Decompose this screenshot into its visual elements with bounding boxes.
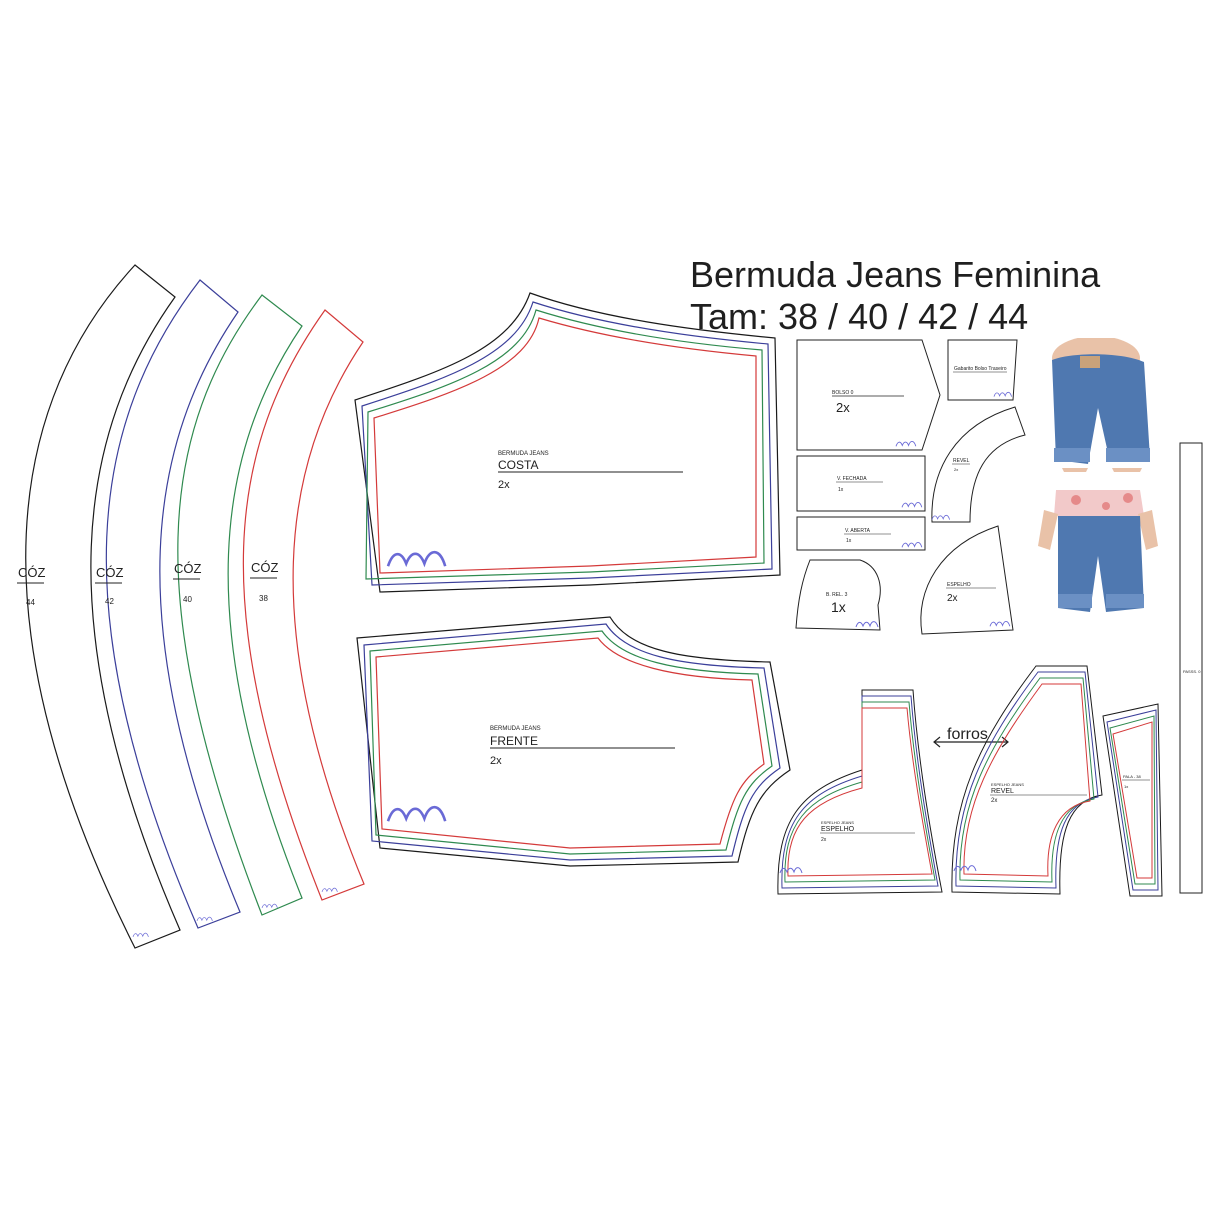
fly-open-piece bbox=[796, 516, 926, 551]
facing-lining-qty: 2x bbox=[991, 798, 997, 804]
logo-icon bbox=[901, 542, 923, 548]
belt-loop-name: PASSS. 0 bbox=[1183, 669, 1201, 674]
logo-icon bbox=[196, 916, 213, 922]
waistband-40-size: 40 bbox=[183, 595, 192, 604]
front-piece-caption: BERMUDA JEANS bbox=[490, 726, 541, 732]
waistband-44-label: CÓZ bbox=[18, 565, 46, 580]
fly-open-name: V. ABERTA bbox=[845, 528, 871, 534]
logo-icon bbox=[901, 502, 923, 508]
logo-icon bbox=[993, 391, 1012, 398]
logo-icon bbox=[321, 887, 338, 893]
mirror-lining-qty: 2x bbox=[821, 837, 827, 843]
back-rise-piece bbox=[795, 559, 881, 631]
facing-name: REVEL bbox=[953, 458, 970, 464]
logo-icon bbox=[132, 932, 149, 938]
back-piece bbox=[354, 292, 781, 593]
fly-closed-piece bbox=[796, 455, 926, 512]
logo-icon bbox=[989, 621, 1011, 627]
back-rise-name: B. REL. 3 bbox=[826, 592, 848, 598]
facing-qty: 2x bbox=[954, 467, 958, 472]
waistband-40-label: CÓZ bbox=[174, 561, 202, 576]
back-piece-caption: BERMUDA JEANS bbox=[498, 451, 549, 457]
back-rise-qty: 1x bbox=[831, 599, 846, 615]
waistband-42 bbox=[105, 279, 241, 929]
waistband-38-size: 38 bbox=[259, 594, 268, 603]
logo-icon bbox=[895, 441, 917, 447]
logo-icon bbox=[855, 621, 879, 628]
facing-lining-piece bbox=[951, 665, 1103, 895]
mirror-lining-name: ESPELHO bbox=[821, 826, 855, 833]
yoke-piece bbox=[1102, 703, 1163, 897]
waistband-44 bbox=[25, 264, 181, 949]
lining-label: forros bbox=[947, 726, 988, 743]
yoke-name: PALA - 38 bbox=[1123, 774, 1141, 779]
yoke-qty: 1x bbox=[1124, 784, 1128, 789]
fly-closed-qty: 1x bbox=[838, 487, 844, 493]
logo-icon bbox=[953, 865, 977, 872]
logo-icon bbox=[931, 514, 950, 520]
mirror-qty: 2x bbox=[947, 593, 958, 604]
title-line-2: Tam: 38 / 40 / 42 / 44 bbox=[690, 296, 1029, 337]
waistband-44-size: 44 bbox=[26, 598, 35, 607]
mirror-name: ESPELHO bbox=[947, 582, 971, 588]
logo-icon bbox=[261, 903, 278, 909]
back-piece-logo-icon bbox=[386, 550, 447, 568]
waistband-42-label: CÓZ bbox=[96, 565, 124, 580]
fly-closed-name: V. FECHADA bbox=[837, 476, 867, 482]
waistband-40 bbox=[177, 294, 303, 916]
facing-lining-name: REVEL bbox=[991, 788, 1014, 795]
back-piece-name: COSTA bbox=[498, 458, 538, 472]
mirror-lining-caption: ESPELHO JEANS bbox=[821, 820, 854, 825]
fly-open-qty: 1x bbox=[846, 538, 852, 544]
lining-arrow bbox=[933, 736, 1009, 748]
waistband-38 bbox=[242, 309, 365, 901]
mirror-lining-piece bbox=[777, 689, 943, 895]
belt-loop-piece bbox=[1179, 442, 1203, 894]
front-piece-logo-icon bbox=[386, 805, 447, 823]
title-line-1: Bermuda Jeans Feminina bbox=[690, 254, 1101, 295]
pocket-template-name: Gabarito Bolso Traseiro bbox=[954, 366, 1007, 372]
logo-icon bbox=[779, 867, 803, 874]
pocket-template-piece bbox=[947, 339, 1018, 401]
waistband-42-size: 42 bbox=[105, 597, 114, 606]
pocket-piece bbox=[796, 339, 941, 451]
front-piece-qty: 2x bbox=[490, 755, 502, 767]
facing-lining-caption: ESPELHO JEANS bbox=[991, 782, 1024, 787]
product-photo-front bbox=[1036, 490, 1160, 616]
waistband-38-label: CÓZ bbox=[251, 560, 279, 575]
pattern-title: Bermuda Jeans Feminina Tam: 38 / 40 / 42… bbox=[690, 254, 1100, 338]
mirror-piece bbox=[920, 525, 1014, 635]
pocket-name: BOLSO 0 bbox=[832, 390, 854, 396]
front-piece-name: FRENTE bbox=[490, 734, 538, 748]
front-piece bbox=[356, 616, 791, 867]
product-photo-back bbox=[1032, 338, 1160, 472]
pocket-qty: 2x bbox=[836, 400, 850, 415]
back-piece-qty: 2x bbox=[498, 479, 510, 491]
facing-piece bbox=[931, 406, 1026, 523]
